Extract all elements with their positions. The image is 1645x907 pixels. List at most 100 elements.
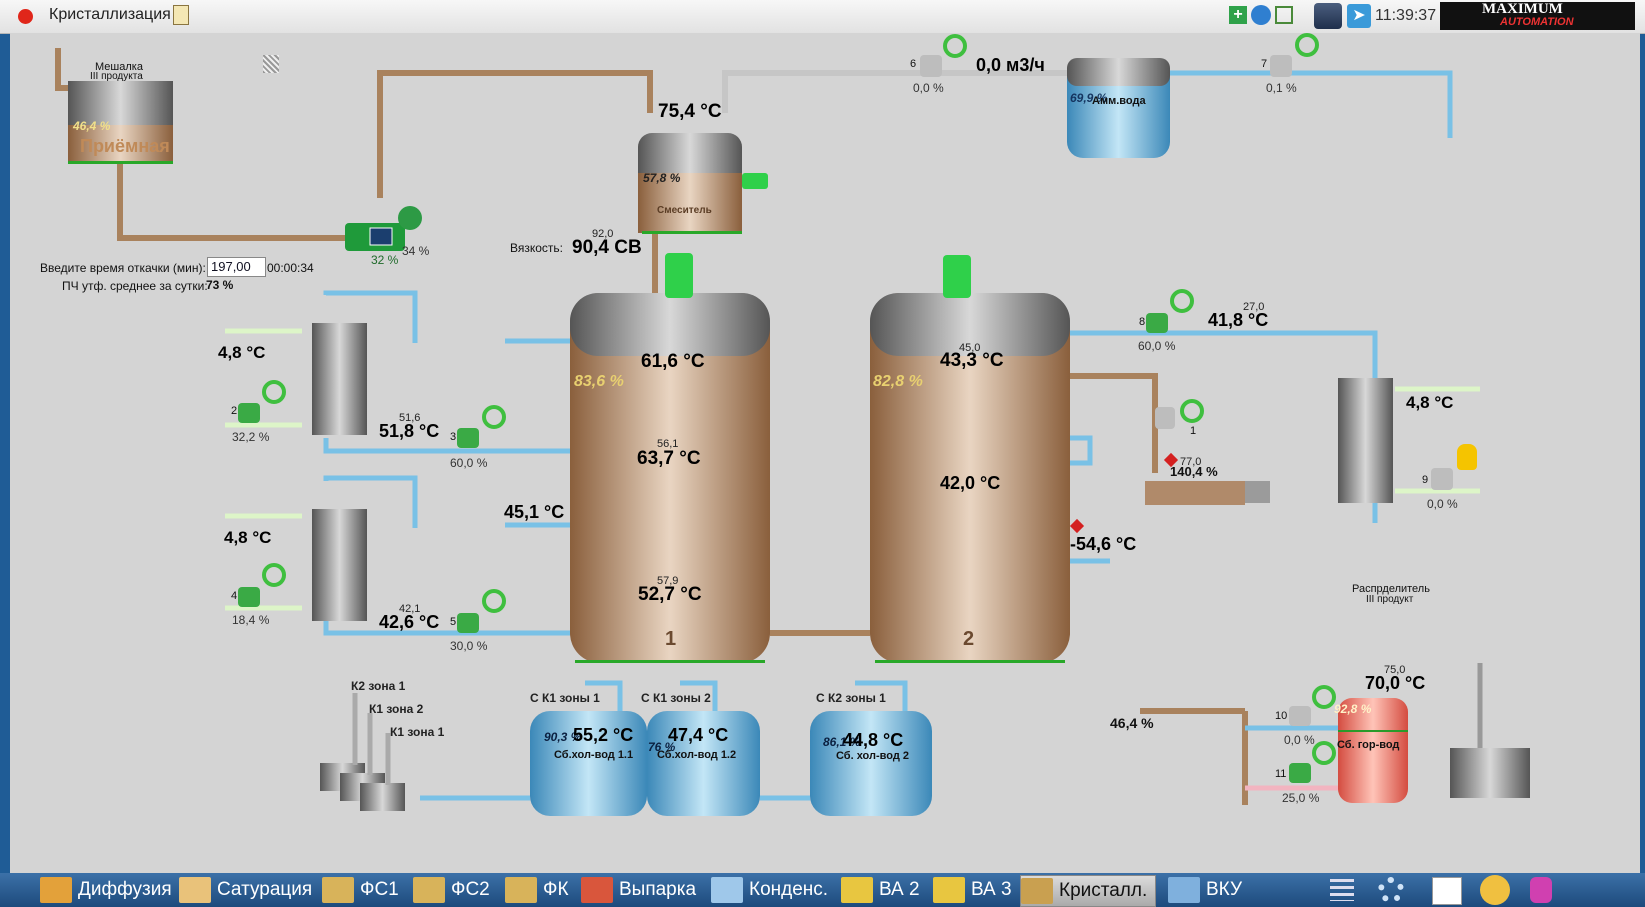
valve-3-pct: 60,0 %	[450, 456, 488, 470]
valve-5[interactable]	[457, 613, 479, 633]
screw-load: 140,4 %	[1170, 464, 1218, 479]
valve-4-pct: 18,4 %	[232, 613, 270, 627]
lock-icon[interactable]	[1530, 877, 1552, 903]
close-icon[interactable]	[18, 9, 33, 24]
tab-evaporation[interactable]: Выпарка	[581, 875, 696, 905]
gear-icon[interactable]	[1378, 877, 1404, 903]
refresh-icon[interactable]	[262, 380, 286, 404]
cold-tank-1-src: С К1 зоны 1	[530, 691, 600, 705]
crystallizer-1-bot-temp: 52,7 °C	[638, 584, 702, 605]
tab-vku[interactable]: ВКУ	[1168, 875, 1242, 905]
tab-fk[interactable]: ФК	[505, 875, 569, 905]
cold-tank-2-temp: 47,4 °C	[668, 725, 729, 745]
tab-label: ВА 3	[971, 879, 1012, 900]
tab-label: ВКУ	[1206, 879, 1243, 900]
grid-icon[interactable]	[263, 55, 279, 73]
hx2-in-temp: 4,8 °C	[224, 528, 272, 547]
valve-9[interactable]	[1431, 468, 1453, 490]
valve-7[interactable]	[1270, 55, 1292, 77]
ammonia-pipe	[722, 70, 1070, 113]
hot-water-temp: 70,0 °C	[1365, 673, 1426, 693]
pump-k2z1-label: К2 зона 1	[351, 679, 406, 693]
valve-5-id: 5	[450, 616, 457, 628]
hot-water-setpoint: 75,0	[1384, 664, 1406, 676]
trend-icon[interactable]	[1432, 877, 1462, 905]
valve-6[interactable]	[920, 55, 942, 77]
engineer-icon[interactable]	[1480, 875, 1510, 905]
logo-top: MAXIMUM	[1482, 1, 1563, 17]
valve-8[interactable]	[1146, 313, 1168, 333]
crystallizer-2-top-temp: 43,3 °C	[940, 350, 1004, 371]
circulation-pumps[interactable]	[320, 693, 405, 811]
tab-condensate[interactable]: Конденс.	[711, 875, 828, 905]
pump-aux: 34 %	[402, 244, 430, 258]
menu-icon[interactable]	[1330, 879, 1354, 901]
right-line-setpoint: 27,0	[1243, 301, 1265, 313]
diffusion-icon	[40, 877, 72, 903]
valve-1[interactable]	[1155, 407, 1175, 429]
tab-fs1[interactable]: ФС1	[322, 875, 399, 905]
saturation-icon	[179, 877, 211, 903]
operator-icon[interactable]	[1314, 3, 1342, 29]
ammonia-tank	[1067, 58, 1170, 158]
tab-label: ФК	[543, 879, 569, 900]
crystallizer-1-jacket-temp: 45,1 °C	[504, 502, 565, 522]
add-icon[interactable]: +	[1229, 6, 1247, 24]
hx2-setpoint: 42,1	[399, 603, 421, 615]
tab-diffusion[interactable]: Диффузия	[40, 875, 172, 905]
cold-tank-3-temp: 44,8 °C	[843, 730, 904, 750]
valve-10-id: 10	[1275, 710, 1288, 722]
distributor-line1: Распрделитель	[1352, 583, 1430, 595]
condensate-icon	[711, 877, 743, 903]
valve-11[interactable]	[1289, 763, 1311, 783]
refresh-icon[interactable]	[1170, 289, 1194, 313]
heat-exchanger-3	[1338, 378, 1393, 503]
blender-tank	[638, 133, 742, 234]
crystallizer-1-shape	[570, 253, 770, 663]
crystallizer-2-level: 82,8 %	[873, 373, 923, 390]
refresh-icon[interactable]	[1312, 741, 1336, 765]
cold-tank-2-src: С К1 зоны 2	[641, 691, 711, 705]
tab-label: Выпарка	[619, 879, 697, 900]
refresh-icon[interactable]	[262, 563, 286, 587]
tab-va3[interactable]: ВА 3	[933, 875, 1012, 905]
pump-k1z2-label: К1 зона 2	[369, 702, 424, 716]
valve-2[interactable]	[238, 403, 260, 423]
tab-crystallization[interactable]: Кристалл.	[1020, 875, 1157, 907]
valve-3[interactable]	[457, 428, 479, 448]
refresh-icon[interactable]	[482, 405, 506, 429]
screw-conveyor[interactable]	[1145, 481, 1270, 505]
hot-water-pump[interactable]	[1450, 663, 1530, 798]
crystallizer-2-shape	[870, 255, 1070, 663]
network-icon[interactable]	[1275, 6, 1293, 24]
hot-water-tank	[1338, 698, 1408, 803]
refresh-icon[interactable]	[1312, 685, 1336, 709]
telegram-icon[interactable]: ➤	[1347, 4, 1371, 28]
ammonia-level: 69,9 %	[1070, 91, 1108, 105]
feed-pump[interactable]	[345, 206, 422, 251]
chat-icon[interactable]	[1251, 5, 1271, 25]
valve-7-id: 7	[1261, 58, 1268, 70]
valve-4[interactable]	[238, 587, 260, 607]
blender-motor[interactable]	[742, 173, 768, 189]
refresh-icon[interactable]	[943, 34, 967, 58]
refresh-icon[interactable]	[1180, 399, 1204, 423]
fs2-icon	[413, 877, 445, 903]
tab-label: ФС1	[360, 879, 399, 900]
refresh-icon[interactable]	[1295, 33, 1319, 57]
ammonia-name: Амм.вода	[1092, 95, 1146, 107]
tab-saturation[interactable]: Сатурация	[179, 875, 312, 905]
valve-11-id: 11	[1275, 768, 1287, 780]
report-icon[interactable]	[173, 5, 189, 25]
mixer-title-2: III продукта	[90, 71, 143, 82]
tab-fs2[interactable]: ФС2	[413, 875, 490, 905]
crystallizer-2-top-setpoint: 45,0	[959, 342, 981, 354]
pump-time-input[interactable]: 197,00	[207, 257, 266, 277]
crystallizer-1-bot-setpoint: 57,9	[657, 575, 679, 587]
hand-icon[interactable]	[1457, 444, 1477, 470]
refresh-icon[interactable]	[482, 589, 506, 613]
tab-va2[interactable]: ВА 2	[841, 875, 920, 905]
valve-10[interactable]	[1289, 706, 1311, 726]
process-diagram	[55, 48, 1530, 816]
hx3-temp: 4,8 °C	[1406, 393, 1454, 412]
